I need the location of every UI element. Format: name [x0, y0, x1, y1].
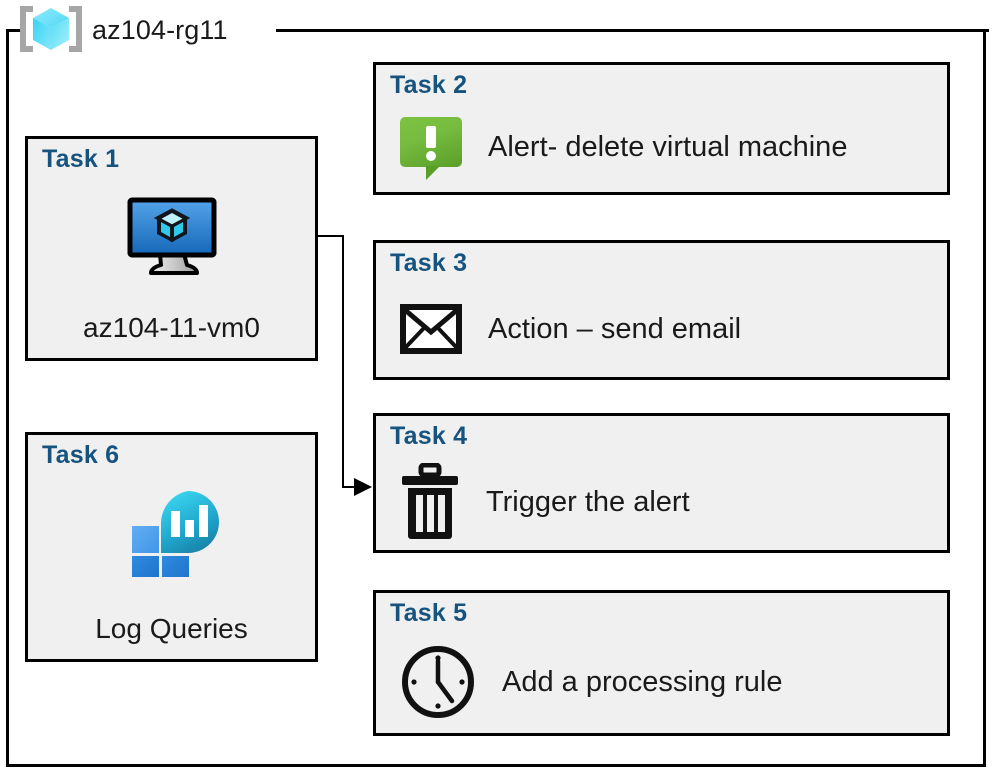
task-2-title: Task 2 [390, 71, 468, 99]
task-card-4[interactable]: Task 4 Trigger the alert [373, 413, 950, 553]
task-1-icon-wrap [28, 191, 315, 283]
task-1-title: Task 1 [42, 145, 120, 173]
frame-top-right-segment [276, 29, 989, 32]
task-6-title: Task 6 [42, 441, 120, 469]
cube-glyph [33, 8, 69, 50]
task-1-caption: az104-11-vm0 [83, 312, 260, 343]
task-4-label: Trigger the alert [486, 485, 690, 518]
bracket-left-icon [20, 6, 33, 52]
task-2-label: Alert- delete virtual machine [488, 131, 848, 163]
task-3-title: Task 3 [390, 249, 468, 277]
task-5-title: Task 5 [390, 599, 468, 627]
bracket-right-icon [69, 6, 82, 52]
exclamation-dot [426, 150, 436, 161]
connector-segment-vertical [342, 235, 344, 488]
task-card-5[interactable]: Task 5 Add a processing rule [373, 590, 950, 736]
task-3-row: Action – send email [400, 289, 937, 369]
resource-group-name: az104-rg11 [92, 14, 228, 45]
trash-can-icon [402, 463, 458, 539]
task-6-icon-wrap [28, 487, 315, 579]
envelope-icon [400, 304, 462, 354]
frame-top-left-segment [6, 29, 20, 32]
task-4-row: Trigger the alert [400, 462, 937, 542]
task-5-row: Add a processing rule [400, 639, 937, 725]
task-card-6[interactable]: Task 6 [25, 432, 318, 662]
connector-arrowhead-icon [354, 478, 372, 496]
alert-bubble-icon [400, 116, 462, 180]
virtual-machine-icon [127, 197, 216, 275]
resource-group-frame [6, 29, 986, 767]
task-card-1[interactable]: Task 1 [25, 136, 318, 361]
task-3-label: Action – send email [488, 312, 742, 345]
task-6-caption: Log Queries [95, 613, 248, 644]
task-card-3[interactable]: Task 3 Action – send email [373, 240, 950, 380]
azure-resource-group-icon [20, 4, 82, 56]
alert-bubble-tail [426, 165, 440, 180]
task-4-title: Task 4 [390, 422, 468, 450]
task-5-label: Add a processing rule [502, 665, 783, 698]
task-2-row: Alert- delete virtual machine [400, 111, 937, 184]
task-card-2[interactable]: Task 2 Alert- delete virtual machine [373, 62, 950, 195]
clock-icon [402, 646, 474, 718]
log-analytics-icon [131, 491, 219, 577]
exclamation-stem [426, 125, 436, 148]
resource-group-header: az104-rg11 [14, 0, 234, 60]
